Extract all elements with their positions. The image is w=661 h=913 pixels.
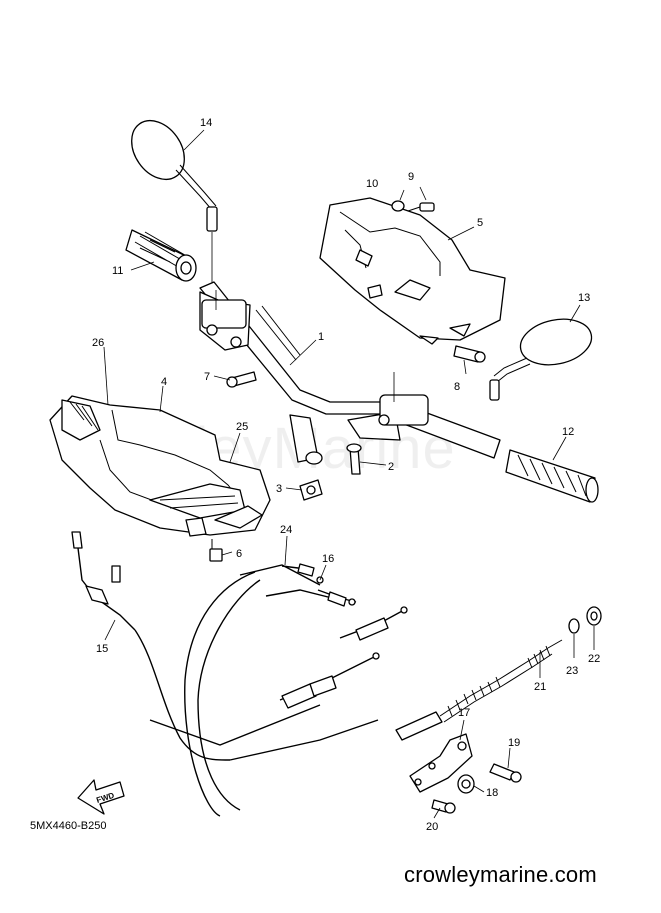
callout-23: 23	[566, 665, 578, 677]
callout-20: 20	[426, 821, 438, 833]
callout-numbers: 1 2 3 4 5 6 7 8 9 10 11 12 13 14 15 16 1…	[92, 117, 600, 833]
callout-9: 9	[408, 171, 414, 183]
callout-25: 25	[236, 421, 248, 433]
front-handlebar-cover-part	[49, 395, 271, 537]
screw-9-part	[407, 202, 435, 212]
spacer-23-part	[568, 618, 580, 634]
leader-lines	[103, 129, 595, 819]
callout-4: 4	[161, 376, 167, 388]
rear-handlebar-cover-part	[319, 197, 506, 345]
callout-1: 1	[318, 331, 324, 343]
callout-24: 24	[280, 524, 292, 536]
callout-15: 15	[96, 643, 108, 655]
bolt-7-part	[226, 371, 257, 388]
callout-10: 10	[366, 178, 378, 190]
callout-2: 2	[388, 461, 394, 473]
nut-10-part	[391, 200, 405, 212]
clip-6-part	[209, 539, 223, 562]
fwd-arrow-icon: FWD	[77, 779, 125, 815]
screw-20-part	[431, 799, 456, 814]
handlebar-part	[199, 281, 501, 463]
throttle-cable-24-part	[281, 563, 324, 584]
callout-16: 16	[322, 553, 334, 565]
callout-22: 22	[588, 653, 600, 665]
collar-18-part	[457, 774, 475, 794]
left-grip-part	[125, 229, 197, 282]
callout-6: 6	[236, 548, 242, 560]
bolt-19-part	[489, 763, 522, 783]
callout-13: 13	[578, 292, 590, 304]
adjuster-22-part	[586, 606, 602, 626]
right-grip-part	[505, 449, 599, 503]
right-mirror-part	[489, 318, 593, 401]
callout-21: 21	[534, 681, 546, 693]
callout-5: 5	[477, 217, 483, 229]
bolt-8-part	[453, 345, 486, 363]
bolt-2-part	[346, 443, 362, 475]
throttle-cable-16-part	[317, 589, 357, 607]
brake-cable-end-part	[279, 606, 408, 709]
callout-7: 7	[204, 371, 210, 383]
callout-18: 18	[486, 787, 498, 799]
left-mirror-part	[131, 120, 218, 290]
cable-loops	[149, 564, 379, 817]
callout-26: 26	[92, 337, 104, 349]
callout-12: 12	[562, 426, 574, 438]
callout-8: 8	[454, 381, 460, 393]
footer-url: crowleymarine.com	[404, 862, 597, 887]
bracket-17-part	[409, 733, 473, 793]
callout-14: 14	[200, 117, 212, 129]
callout-17: 17	[458, 707, 470, 719]
callout-19: 19	[508, 737, 520, 749]
cable-15-part	[71, 531, 231, 761]
callout-11: 11	[112, 265, 123, 277]
callout-3: 3	[276, 483, 282, 495]
nut-3-part	[299, 451, 323, 501]
drawing-code: 5MX4460-B250	[30, 820, 107, 832]
